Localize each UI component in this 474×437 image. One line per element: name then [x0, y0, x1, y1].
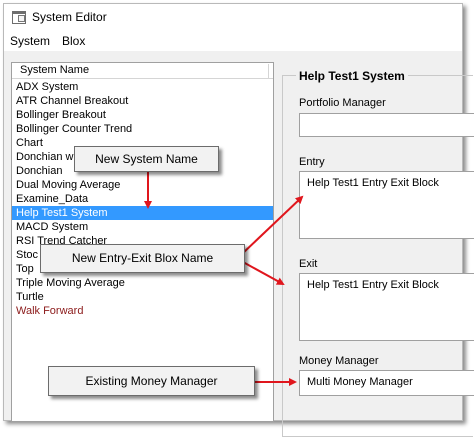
list-item[interactable]: Examine_Data	[16, 193, 89, 205]
list-item[interactable]: Bollinger Counter Trend	[16, 123, 133, 135]
arrow-to-entry-field	[242, 195, 304, 254]
portfolio-manager-label: Portfolio Manager	[299, 97, 386, 109]
menu-blox[interactable]: Blox	[62, 34, 86, 48]
exit-value: Help Test1 Entry Exit Block	[307, 279, 439, 291]
money-manager-field[interactable]: Multi Money Manager	[299, 370, 474, 396]
exit-field[interactable]: Help Test1 Entry Exit Block	[299, 273, 474, 341]
list-item[interactable]: ATR Channel Breakout	[16, 95, 129, 107]
portfolio-manager-field[interactable]	[299, 113, 474, 137]
callout-new-system-name: New System Name	[74, 146, 219, 172]
callout-existing-money-manager: Existing Money Manager	[48, 366, 255, 396]
list-item[interactable]: Donchian	[16, 165, 63, 177]
system-list[interactable]: System Name ADX System ATR Channel Break…	[11, 62, 274, 422]
list-item[interactable]: Stoc	[16, 249, 39, 261]
list-item[interactable]: Walk Forward	[16, 305, 84, 317]
menu-system[interactable]: System	[10, 34, 51, 48]
entry-value: Help Test1 Entry Exit Block	[307, 177, 439, 189]
menu-bar: System Blox	[4, 30, 462, 52]
arrow-to-exit-field	[242, 261, 285, 285]
list-item[interactable]: Donchian w	[16, 151, 74, 163]
list-item[interactable]: Dual Moving Average	[16, 179, 121, 191]
money-manager-label: Money Manager	[299, 355, 379, 367]
list-column-header[interactable]: System Name	[12, 63, 273, 79]
list-item[interactable]: Turtle	[16, 291, 44, 303]
list-item[interactable]: MACD System	[16, 221, 89, 233]
exit-label: Exit	[299, 258, 318, 270]
money-manager-value: Multi Money Manager	[307, 376, 413, 388]
app-window-icon	[12, 11, 26, 24]
list-item[interactable]: Bollinger Breakout	[16, 109, 106, 121]
entry-label: Entry	[299, 156, 325, 168]
callout-new-entry-exit-blox-name: New Entry-Exit Blox Name	[40, 244, 245, 273]
group-title: Help Test1 System	[296, 69, 408, 83]
system-list-rows: ADX System ATR Channel Breakout Bollinge…	[12, 80, 273, 318]
window-title: System Editor	[32, 10, 107, 24]
entry-field[interactable]: Help Test1 Entry Exit Block	[299, 171, 474, 239]
list-item[interactable]: ADX System	[16, 81, 79, 93]
title-bar: System Editor	[4, 4, 462, 30]
column-header-system-name: System Name	[20, 64, 90, 76]
list-item[interactable]: Chart	[16, 137, 43, 149]
list-item[interactable]: Help Test1 System	[12, 206, 273, 220]
list-item[interactable]: Top	[16, 263, 34, 275]
list-item[interactable]: Triple Moving Average	[16, 277, 125, 289]
